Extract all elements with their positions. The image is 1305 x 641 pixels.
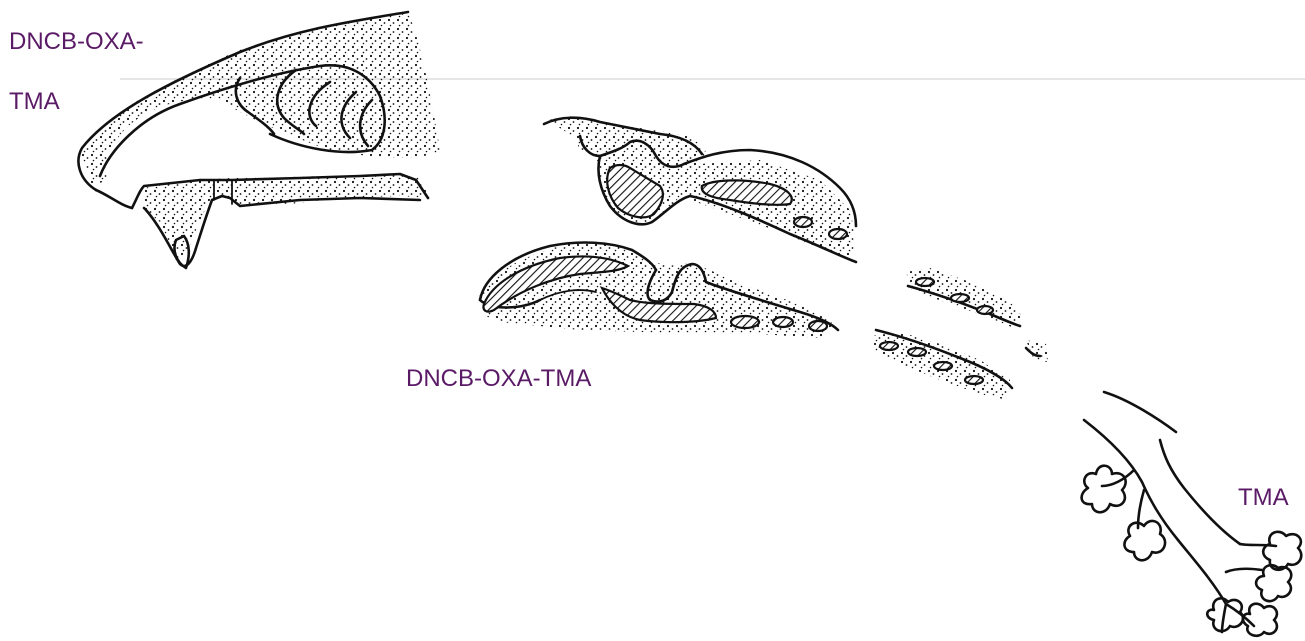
label-dncb-oxa-tma-top-line1: DNCB-OXA- — [9, 30, 144, 54]
label-dncb-oxa-tma-middle: DNCB-OXA-TMA — [406, 367, 591, 391]
bronchial-tree — [1082, 392, 1302, 636]
trachea-segments — [872, 268, 1048, 400]
mid-upper-section — [544, 116, 856, 262]
mid-lower-section — [478, 242, 838, 338]
label-tma-bottom-right: TMA — [1238, 486, 1289, 510]
label-dncb-oxa-tma-top-line2: TMA — [9, 90, 60, 114]
